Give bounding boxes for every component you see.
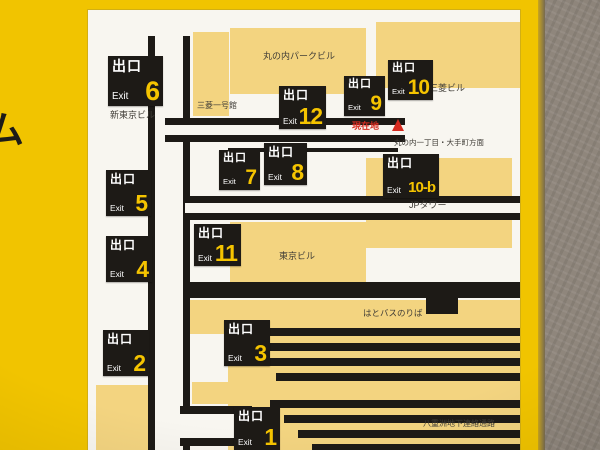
exit-map-panel bbox=[88, 10, 520, 450]
exit-jp-label: 出口 bbox=[110, 172, 137, 186]
exit-number: 1 bbox=[264, 423, 277, 450]
exit-badge-2: 出口 Exit 2 bbox=[103, 330, 149, 376]
exit-badge-3: 出口 Exit 3 bbox=[224, 320, 270, 366]
track-stripe bbox=[312, 444, 520, 450]
exit-en-label: Exit bbox=[387, 184, 401, 195]
exit-row: Exit 6 bbox=[112, 76, 160, 107]
black-building-blob bbox=[426, 286, 458, 314]
exit-en-label: Exit bbox=[228, 352, 242, 363]
exit-jp-label: 出口 bbox=[392, 62, 416, 74]
sign-side-partial-text: ム bbox=[0, 110, 25, 152]
exit-jp-label: 出口 bbox=[228, 322, 255, 336]
exit-en-label: Exit bbox=[223, 177, 236, 187]
exit-badge-10b: 出口 Exit 10-b bbox=[383, 154, 439, 198]
exit-en-label: Exit bbox=[107, 362, 121, 373]
exit-number: 6 bbox=[145, 76, 160, 107]
track-stripe bbox=[284, 415, 520, 423]
label-shin-tokyo-bldg: 新東京ビル bbox=[110, 110, 156, 120]
exit-jp-label: 出口 bbox=[283, 88, 310, 102]
exit-jp-label: 出口 bbox=[238, 409, 265, 423]
exit-jp-label: 出口 bbox=[107, 332, 134, 346]
map-graphics bbox=[88, 10, 520, 450]
label-jp-tower: JPタワー bbox=[409, 200, 447, 210]
exit-jp-label: 出口 bbox=[348, 78, 372, 90]
exit-number: 10 bbox=[407, 76, 430, 100]
exit-row: Exit 8 bbox=[268, 158, 304, 185]
exit-number: 2 bbox=[133, 349, 146, 376]
exit-jp-label: 出口 bbox=[223, 152, 247, 164]
exit-number: 11 bbox=[214, 239, 238, 266]
exit-number: 8 bbox=[291, 158, 304, 185]
label-current-location: 現在地 bbox=[352, 121, 380, 131]
track-stripe bbox=[262, 358, 520, 366]
road-top-secondary bbox=[228, 148, 398, 152]
exit-badge-6: 出口 Exit 6 bbox=[108, 56, 163, 106]
exit-badge-5: 出口 Exit 5 bbox=[106, 170, 151, 216]
building-mitsubishi-ichigokan bbox=[193, 32, 229, 116]
exit-number: 3 bbox=[254, 339, 267, 366]
exit-number: 7 bbox=[245, 166, 257, 190]
corridor-middle-inner bbox=[185, 203, 520, 213]
exit-row: Exit 3 bbox=[228, 339, 267, 366]
exit-row: Exit 7 bbox=[223, 166, 257, 190]
current-location-marker bbox=[392, 119, 404, 131]
exit-en-label: Exit bbox=[392, 87, 405, 97]
label-tokyo-bldg: 東京ビル bbox=[279, 251, 316, 261]
exit-row: Exit 9 bbox=[348, 92, 382, 116]
exit-row: Exit 2 bbox=[107, 349, 146, 376]
exit-en-label: Exit bbox=[283, 115, 297, 126]
sign-edge bbox=[538, 0, 548, 450]
track-stripe bbox=[276, 373, 520, 381]
exit-number: 10-b bbox=[408, 179, 436, 197]
label-mitsubishi-bldg: 三菱ビル bbox=[429, 83, 466, 93]
exit-row: Exit 1 bbox=[238, 423, 277, 450]
exit-en-label: Exit bbox=[238, 436, 252, 447]
exit-row: Exit 10-b bbox=[387, 179, 436, 197]
exit-badge-1: 出口 Exit 1 bbox=[234, 407, 280, 450]
exit-row: Exit 4 bbox=[110, 255, 149, 282]
exit-jp-label: 出口 bbox=[112, 58, 142, 74]
wall-background bbox=[545, 0, 600, 450]
exit-badge-9: 出口 Exit 9 bbox=[344, 76, 385, 116]
exit-jp-label: 出口 bbox=[387, 156, 414, 170]
exit-number: 9 bbox=[370, 92, 382, 116]
exit-jp-label: 出口 bbox=[110, 238, 137, 252]
exit-en-label: Exit bbox=[110, 268, 124, 279]
exit-jp-label: 出口 bbox=[198, 226, 225, 240]
exit-en-label: Exit bbox=[268, 171, 282, 182]
track-stripe bbox=[298, 430, 520, 438]
label-yaesu-passage: 八重洲地下連絡通路 bbox=[423, 419, 495, 428]
exit-number: 5 bbox=[135, 189, 148, 216]
exit-jp-label: 出口 bbox=[268, 145, 295, 159]
exit-badge-7: 出口 Exit 7 bbox=[219, 150, 260, 190]
exit-row: Exit 5 bbox=[110, 189, 148, 216]
building-marunouchi-park bbox=[230, 28, 366, 94]
exit-number: 4 bbox=[136, 255, 149, 282]
label-hato-bus-stop: はとバスのりば bbox=[363, 308, 423, 318]
track-stripe bbox=[240, 328, 520, 336]
exit-badge-4: 出口 Exit 4 bbox=[106, 236, 152, 282]
exit-en-label: Exit bbox=[112, 91, 129, 103]
building-bottom-left-2 bbox=[192, 382, 232, 404]
road-band bbox=[185, 282, 520, 298]
exit-en-label: Exit bbox=[348, 103, 361, 113]
exit-number: 12 bbox=[298, 102, 323, 129]
label-direction: 丸の内一丁目・大手町方面 bbox=[394, 138, 484, 147]
exit-en-label: Exit bbox=[198, 252, 212, 263]
exit-en-label: Exit bbox=[110, 202, 124, 213]
track-stripe bbox=[270, 400, 520, 408]
label-marunouchi-park-bldg: 丸の内パークビル bbox=[263, 51, 336, 61]
exit-badge-8: 出口 Exit 8 bbox=[264, 143, 307, 185]
road-top-inner bbox=[165, 125, 405, 135]
label-mitsubishi-ichigokan: 三菱一号館 bbox=[197, 101, 237, 110]
track-stripe bbox=[250, 343, 520, 351]
